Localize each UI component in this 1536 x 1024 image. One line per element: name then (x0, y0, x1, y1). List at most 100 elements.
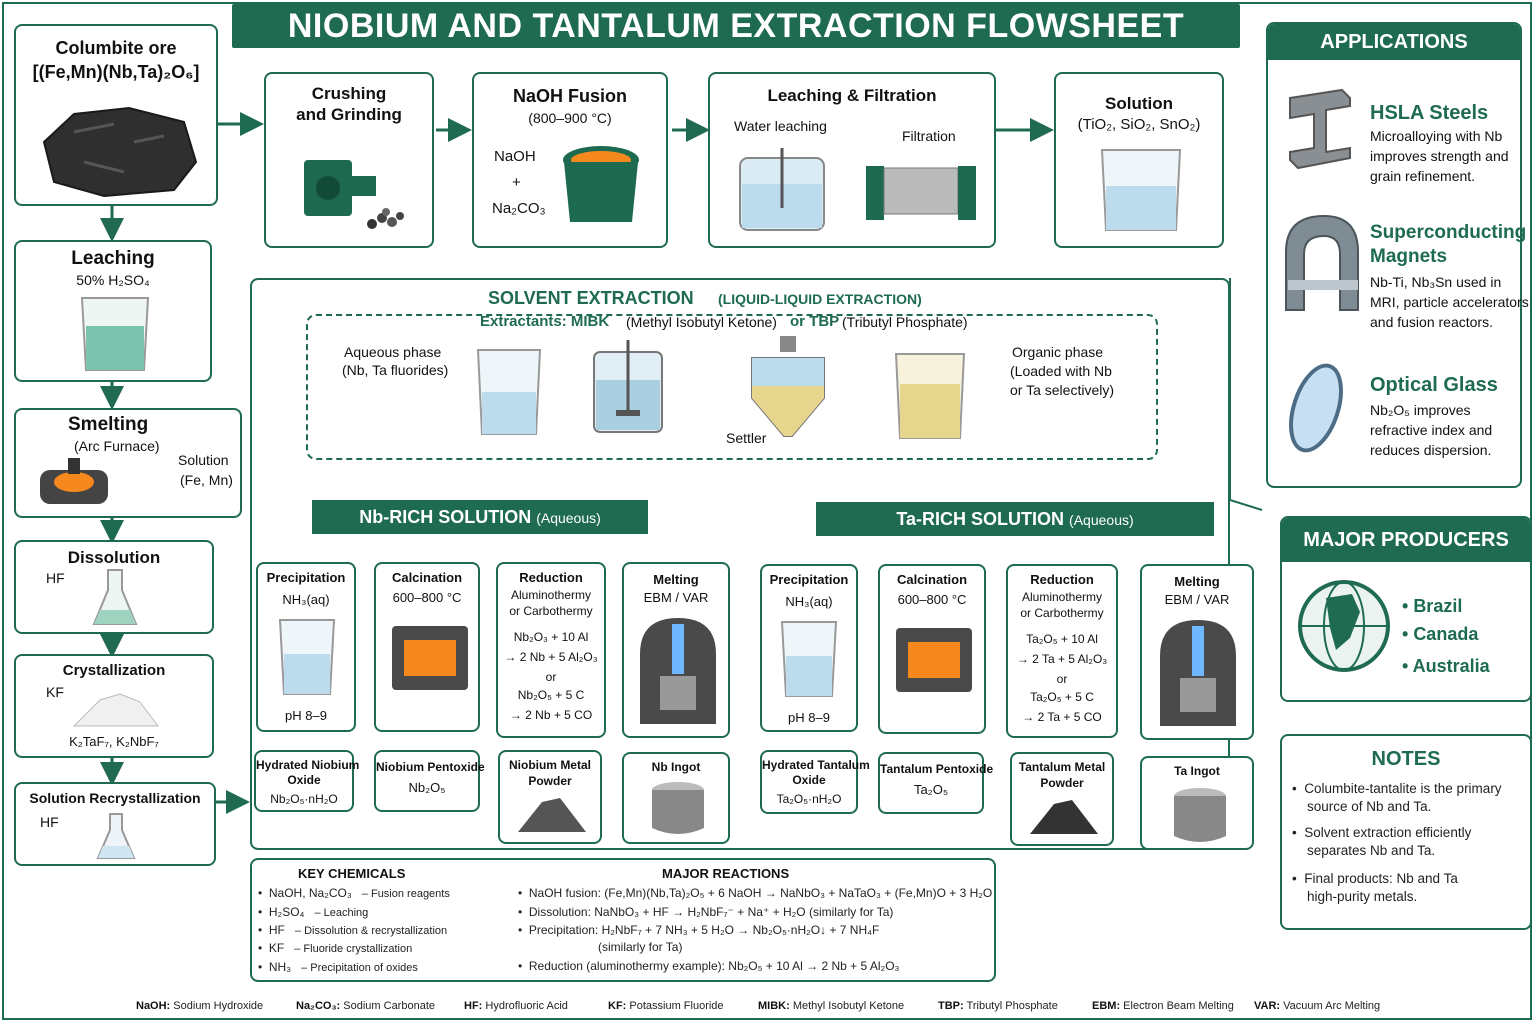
app-2-title: Optical Glass (1370, 374, 1498, 396)
ta-rich-title: Ta-RICH SOLUTION (896, 509, 1065, 529)
note-2-line1: Final products: Nb and Ta (1304, 871, 1458, 886)
reaction-3: Reduction (aluminothermy example): Nb₂O₅… (528, 959, 900, 973)
organic-phase-line1: Organic phase (1012, 344, 1104, 360)
legend-item: Na₂CO₃: Sodium Carbonate (296, 1000, 435, 1012)
nb-red-eq4: → 2 Nb + 5 CO (509, 708, 593, 722)
ta-ingot-label: Ta Ingot (1174, 764, 1220, 778)
mixer-tank-icon (593, 340, 663, 433)
globe-icon (1298, 580, 1390, 672)
nb-hydrated-line2: Oxide (287, 773, 321, 787)
aqueous-phase-line1: Aqueous phase (344, 344, 442, 360)
smelting-output-line1: Solution (178, 452, 229, 468)
app-2-line3: reduces dispersion. (1370, 442, 1492, 458)
nb-ingot-icon (652, 782, 704, 834)
key-chem-4-chem: NH₃ (268, 960, 292, 974)
app-1-title2: Magnets (1370, 246, 1448, 267)
key-chem-3-chem: KF (268, 941, 285, 955)
nb-red-box: Reduction Aluminothermy or Carbothermy N… (496, 562, 606, 738)
ta-red-eq4: → 2 Ta + 5 CO (1022, 710, 1102, 724)
legend-3-abbr: KF: (608, 1000, 627, 1012)
legend-item: HF: Hydrofluoric Acid (464, 1000, 568, 1012)
water-leaching-label: Water leaching (734, 118, 827, 134)
nb-rich-title: Nb-RICH SOLUTION (359, 507, 532, 527)
ore-box: Columbite ore [(Fe,Mn)(Nb,Ta)₂O₆] (14, 24, 218, 206)
nb-ingot-label: Nb Ingot (651, 760, 701, 774)
legend-3-full: Potassium Fluoride (629, 1000, 724, 1012)
fusion-plus: + (512, 174, 521, 191)
reaction-item: • Dissolution: NaNbO₃ + HF → H₂NbF₇⁻ + N… (518, 905, 894, 919)
nb-precip-reagent: NH₃(aq) (282, 592, 330, 607)
app-0-title: HSLA Steels (1370, 102, 1489, 124)
nb-precip-ph: pH 8–9 (285, 708, 327, 723)
sx-tbp-full: (Tributyl Phosphate) (842, 314, 968, 330)
legend-2-full: Hydrofluoric Acid (485, 1000, 568, 1012)
key-chem-item: • NaOH, Na₂CO₃ – Fusion reagents (258, 886, 450, 900)
nb-hydrated-formula: Nb₂O₅·nH₂O (270, 792, 338, 806)
ta-calc-box: Calcination 600–800 °C (878, 564, 986, 734)
legend-item: KF: Potassium Fluoride (608, 1000, 724, 1012)
ta-melt-box: Melting EBM / VAR (1140, 564, 1254, 740)
key-chem-1-desc: – Leaching (314, 907, 369, 919)
filter-press-icon (866, 166, 976, 220)
nb-powder-line2: Powder (528, 774, 572, 788)
i-beam-icon (1289, 88, 1351, 170)
ta-red-title: Reduction (1030, 572, 1094, 587)
crushing-title-line1: Crushing (311, 84, 387, 103)
legend-item: EBM: Electron Beam Melting (1092, 1000, 1234, 1012)
solution-box: Solution (TiO₂, SiO₂, SnO₂) (1054, 72, 1224, 248)
leaching-title: Leaching (71, 248, 155, 269)
filtration-label: Filtration (902, 128, 956, 144)
ta-precip-reagent: NH₃(aq) (785, 594, 833, 609)
reaction-item: • Precipitation: H₂NbF₇ + 7 NH₃ + 5 H₂O … (518, 923, 880, 937)
note-1-line1: Solvent extraction efficiently (1304, 825, 1472, 840)
reaction-item: • Reduction (aluminothermy example): Nb₂… (518, 959, 900, 973)
arc-furnace-icon (40, 458, 108, 504)
note-0-line1: Columbite-tantalite is the primary (1304, 781, 1502, 796)
legend-item: MIBK: Methyl Isobutyl Ketone (758, 1000, 904, 1012)
note-2-line2: high-purity metals. (1307, 889, 1418, 904)
key-chem-item: • KF – Fluoride crystallization (258, 941, 413, 955)
organic-phase-line2: (Loaded with Nb (1010, 363, 1112, 379)
nb-rich-header: Nb-RICH SOLUTION (Aqueous) (312, 500, 648, 534)
nb-furnace-icon (640, 618, 716, 724)
settler-label: Settler (726, 430, 767, 446)
recryst-box: Solution Recrystallization HF (14, 782, 216, 866)
app-0-line1: Microalloying with Nb (1370, 128, 1503, 144)
nb-precip-beaker-icon (278, 619, 336, 695)
legend-7-full: Vacuum Arc Melting (1283, 1000, 1381, 1012)
app-2-line2: refractive index and (1370, 422, 1493, 438)
note-item: • Columbite-tantalite is the primary sou… (1292, 781, 1502, 814)
app-1-line3: and fusion reactors. (1370, 314, 1493, 330)
legend-5-full: Tributyl Phosphate (966, 1000, 1058, 1012)
sx-or-tbp: or TBP (790, 313, 840, 330)
nb-powder-pile-icon (518, 798, 586, 832)
legend-2-abbr: HF: (464, 1000, 483, 1012)
ta-powder-pile-icon (1030, 800, 1098, 834)
aqueous-phase-line2: (Nb, Ta fluorides) (342, 362, 449, 378)
ta-rich-header: Ta-RICH SOLUTION (Aqueous) (816, 502, 1214, 536)
legend-7-abbr: VAR: (1254, 1000, 1281, 1012)
major-reactions-header: MAJOR REACTIONS (662, 866, 790, 881)
ta-ingot-box: Ta Ingot (1140, 756, 1254, 850)
producers-panel: MAJOR PRODUCERS • Brazil • Canada • Aust… (1280, 516, 1532, 702)
fusion-box: NaOH Fusion (800–900 °C) NaOH + Na₂CO₃ (472, 72, 668, 248)
settler-icon (751, 336, 825, 437)
acid-beaker-icon (80, 297, 150, 371)
leaching-reagent: 50% H₂SO₄ (76, 272, 150, 288)
key-chem-item: • NH₃ – Precipitation of oxides (258, 960, 418, 974)
leach-tank-icon (739, 148, 825, 231)
note-0-line2: source of Nb and Ta. (1307, 799, 1432, 814)
ore-rock-icon (42, 106, 198, 198)
ta-red-box: Reduction Aluminothermy or Carbothermy T… (1006, 564, 1118, 738)
nb-calc-title: Calcination (391, 570, 463, 585)
reaction-2-continuation: (similarly for Ta) (598, 940, 683, 954)
app-1-line1: Nb-Ti, Nb₃Sn used in (1370, 274, 1502, 290)
leach-filter-title: Leaching & Filtration (767, 86, 937, 105)
page-title: NIOBIUM AND TANTALUM EXTRACTION FLOWSHEE… (232, 4, 1240, 48)
ta-melt-method: EBM / VAR (1164, 592, 1230, 607)
legend-4-abbr: MIBK: (758, 1000, 790, 1012)
sx-process-dashed-box (306, 314, 1158, 460)
key-chem-3-desc: – Fluoride crystallization (294, 943, 413, 955)
producer-item: • Canada (1402, 624, 1479, 644)
note-1-line2: separates Nb and Ta. (1307, 843, 1436, 858)
